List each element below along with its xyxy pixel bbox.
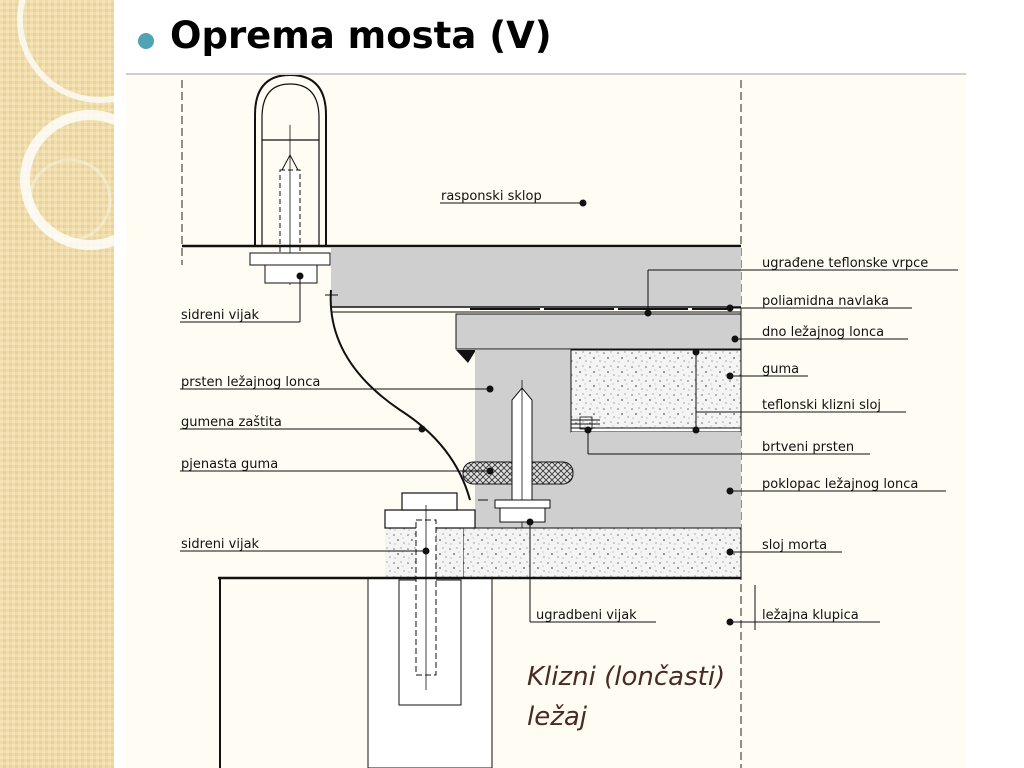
mortar-layer xyxy=(462,527,742,579)
caption-line-1: Klizni (lončasti) xyxy=(527,662,725,692)
central-bolt xyxy=(494,380,551,530)
left-leaders xyxy=(180,272,494,555)
label-brtveni-prsten: brtveni prsten xyxy=(762,440,854,455)
label-ugradjene-teflonske-vrpce: ugrađene teflonske vrpce xyxy=(762,256,928,271)
rubber-protection-curve xyxy=(329,289,471,501)
label-dno-lezajnog-lonca: dno ležajnog lonca xyxy=(762,325,884,340)
label-sloj-morta: sloj morta xyxy=(762,538,827,553)
rubber-disk xyxy=(570,349,742,429)
label-poklopac-lezajnog-lonca: poklopac ležajnog lonca xyxy=(762,477,918,492)
title-bullet xyxy=(138,33,154,49)
label-pjenasta-guma: pjenasta guma xyxy=(181,457,278,472)
bottom-anchor-bolt xyxy=(367,492,493,768)
title-divider xyxy=(126,73,966,75)
slide-title: Oprema mosta (V) xyxy=(170,14,552,57)
label-sidreni-vijak-top: sidreni vijak xyxy=(181,308,260,323)
label-guma: guma xyxy=(762,362,799,377)
decorative-sidebar xyxy=(0,0,114,768)
label-gumena-zastita: gumena zaštita xyxy=(181,415,282,430)
label-ugradbeni-vijak: ugradbeni vijak xyxy=(536,608,637,623)
label-rasponski-sklop: rasponski sklop xyxy=(441,189,542,204)
caption-line-2: ležaj xyxy=(527,702,588,732)
bearing-diagram: rasponski sklop ugrađene teflonske vrpce… xyxy=(126,75,966,768)
label-lezajna-klupica: ležajna klupica xyxy=(762,608,859,623)
upper-plate xyxy=(331,248,741,307)
label-sidreni-vijak-bottom: sidreni vijak xyxy=(181,537,260,552)
right-leaders xyxy=(440,199,958,626)
label-teflonski-klizni-sloj: teflonski klizni sloj xyxy=(762,398,881,413)
pot-cover xyxy=(571,432,741,530)
pot-bottom-plate xyxy=(455,313,742,350)
label-poliamidna-navlaka: poliamidna navlaka xyxy=(762,294,889,309)
top-anchor-bolt xyxy=(249,75,331,285)
label-prsten-lezajnog-lonca: prsten ležajnog lonca xyxy=(181,375,320,390)
